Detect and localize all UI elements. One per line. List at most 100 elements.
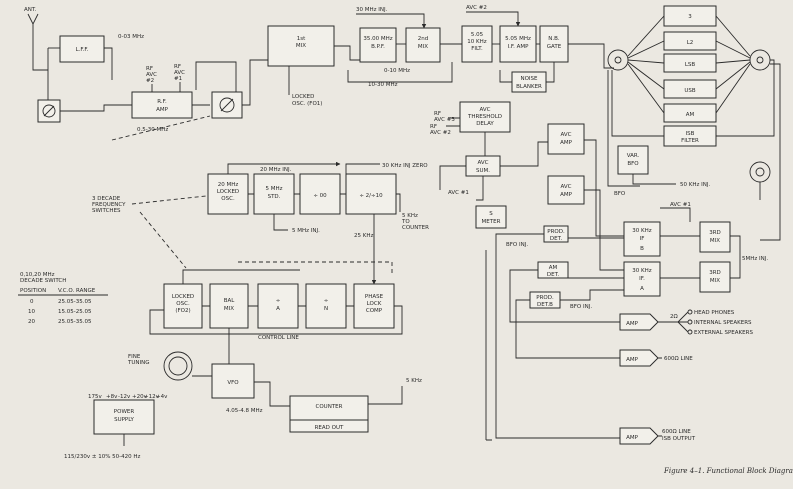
fine-tuning-knob	[163, 351, 193, 381]
svg-text:÷: ÷	[324, 298, 329, 304]
svg-text:MIX: MIX	[710, 278, 720, 284]
svg-text:L2: L2	[687, 40, 694, 46]
div-a-block: ÷ A	[257, 283, 299, 329]
am-det-block: AM DET.	[537, 261, 569, 279]
svg-text:DECADE SWITCH: DECADE SWITCH	[20, 278, 66, 284]
mode-filter-stack: 3 L2 LSB USB AM ISB FILTER	[663, 5, 717, 147]
mhz5-inj-right-label: 5MHz INJ.	[742, 256, 768, 262]
decade-switches-label: 3 DECADE FREQUENCY SWITCHES	[92, 196, 126, 214]
fine-tuning-label: FINE TUNING	[127, 354, 150, 366]
svg-text:METER: METER	[482, 219, 501, 225]
svg-text:MIX: MIX	[296, 43, 306, 49]
svg-text:COUNTER: COUNTER	[316, 404, 343, 410]
svg-text:600Ω LINE: 600Ω LINE	[662, 429, 691, 435]
phase-lock-block: PHASE LOCK COMP	[353, 283, 395, 329]
head-phones-label: HEAD PHONES	[694, 310, 735, 316]
svg-text:AVC: AVC	[477, 160, 488, 166]
div-100-block: ÷ 00	[299, 173, 341, 215]
svg-text:+12v: +12v	[144, 394, 160, 400]
if-a-block: 30 KHz IF. A	[623, 261, 661, 297]
khz50-inj-label: 50 KHz INJ.	[680, 182, 710, 188]
svg-text:VAR.: VAR.	[627, 153, 640, 159]
svg-text:AMP: AMP	[626, 435, 639, 441]
svg-text:DELAY: DELAY	[476, 121, 494, 127]
avc-sum-block: AVC SUM.	[465, 155, 501, 177]
svg-text:LOCKED: LOCKED	[172, 294, 194, 300]
bfo-label: BFO	[614, 191, 626, 197]
svg-text:25.05-35.05: 25.05-35.05	[58, 299, 92, 305]
svg-text:B: B	[640, 246, 644, 252]
svg-text:15.05-25.05: 15.05-25.05	[58, 309, 92, 315]
std-5mhz-block: 5 MHz STD.	[253, 173, 295, 215]
lpf-label: L.F.F.	[76, 47, 89, 53]
audio-out-label: 2Ω	[670, 314, 678, 320]
svg-text:V.C.O. RANGE: V.C.O. RANGE	[58, 288, 96, 294]
svg-text:AM: AM	[686, 112, 695, 118]
svg-text:÷ 2/÷10: ÷ 2/÷10	[359, 193, 383, 199]
svg-text:3RD: 3RD	[709, 270, 721, 276]
svg-text:GATE: GATE	[547, 44, 562, 50]
svg-text:5.05 MHz: 5.05 MHz	[505, 36, 531, 42]
mhz5-inj-label: 5 MHz INJ.	[292, 228, 320, 234]
svg-text:DET.: DET.	[550, 236, 562, 242]
to-counter-label: 5 KHz TO COUNTER	[401, 213, 429, 231]
svg-text:30 KHz: 30 KHz	[632, 228, 651, 234]
prod-det-1-block: PROD. DET.	[543, 225, 569, 243]
locked-osc-fo2-block: LOCKED OSC. (FO2)	[163, 283, 203, 329]
svg-text:PHASE: PHASE	[365, 294, 384, 300]
svg-text:0,10,20 MHz: 0,10,20 MHz	[20, 272, 55, 278]
avc1-right-label: AVC #1	[670, 202, 691, 208]
svg-text:BAL: BAL	[224, 298, 236, 304]
svg-text:5 MHz: 5 MHz	[265, 186, 282, 192]
svg-text:PROD.: PROD.	[536, 295, 554, 301]
svg-text:#1: #1	[174, 76, 182, 82]
svg-text:AM: AM	[549, 265, 558, 271]
svg-text:VFO: VFO	[227, 380, 239, 386]
svg-text:LOCKED: LOCKED	[292, 94, 314, 100]
vfo-block: VFO	[211, 363, 255, 399]
ohm600-2-label: 600Ω LINE ISB OUTPUT	[662, 429, 696, 442]
svg-text:POWER: POWER	[114, 409, 135, 415]
prod-det-2-block: PROD. DET.B	[529, 291, 561, 309]
osc-20mhz-block: 20 MHz LOCKED OSC.	[207, 173, 249, 215]
svg-text:AMP: AMP	[626, 357, 639, 363]
svg-text:READ OUT: READ OUT	[315, 425, 344, 431]
second-mix-block: 2nd MIX	[405, 27, 441, 63]
svg-text:AVC #2: AVC #2	[430, 130, 451, 136]
khz25-label: 25 KHz	[354, 233, 373, 239]
rf-amp-range: 0.5-30 MHz	[137, 127, 168, 133]
nb-gate-block: N.B. GATE	[539, 25, 569, 63]
bfo-inj-label: BFO INJ.	[506, 242, 528, 248]
svg-text:LOCKED: LOCKED	[217, 189, 239, 195]
lpf-block: L.F.F. 0-03 MHz	[59, 34, 144, 63]
svg-text:BLANKER: BLANKER	[516, 84, 542, 90]
svg-text:3: 3	[688, 14, 692, 20]
svg-text:5.05: 5.05	[471, 32, 484, 38]
svg-text:OSC.: OSC.	[221, 196, 235, 202]
svg-text:AMP: AMP	[560, 140, 573, 146]
third-mix-bot-block: 3RD MIX	[699, 261, 731, 293]
freq-010-label: 0-10 MHz	[384, 68, 410, 74]
freq-1030-label: 10-30 MHz	[368, 82, 398, 88]
noise-blanker-block: NOISE BLANKER	[511, 71, 547, 93]
svg-text:FILTER: FILTER	[681, 138, 699, 144]
vco-table: 0,10,20 MHz DECADE SWITCH POSITION V.C.O…	[18, 272, 108, 325]
svg-text:÷: ÷	[276, 298, 281, 304]
svg-text:20 MHz: 20 MHz	[218, 182, 239, 188]
avc-threshold-block: AVC THRESHOLD DELAY	[459, 101, 511, 133]
svg-text:AVC: AVC	[146, 72, 157, 78]
svg-text:IF: IF	[640, 236, 645, 242]
svg-text:B.P.F.: B.P.F.	[371, 44, 385, 50]
if-b-block: 30 KHz IF B	[623, 221, 661, 257]
svg-text:+4v: +4v	[156, 394, 168, 400]
svg-text:0: 0	[30, 299, 34, 305]
svg-text:3 DECADE: 3 DECADE	[92, 196, 121, 202]
svg-text:A: A	[276, 306, 280, 312]
bal-mix-block: BAL MIX	[209, 283, 249, 329]
svg-text:COMP: COMP	[366, 308, 383, 314]
svg-text:LSB: LSB	[685, 62, 696, 68]
svg-text:N.B.: N.B.	[548, 36, 560, 42]
mains-label: 115/230v ± 10% 50-420 Hz	[64, 454, 141, 460]
svg-text:AMP: AMP	[560, 192, 573, 198]
